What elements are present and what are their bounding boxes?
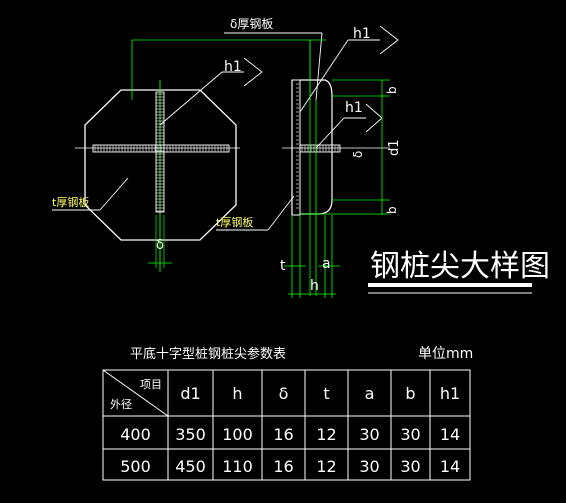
- weld-label-h1-mid: h1: [345, 100, 363, 116]
- plate-hatch-horizontal: [94, 145, 228, 152]
- table-row-od-cell: 400: [120, 425, 151, 444]
- table-caption: 平底十字型桩钢桩尖参数表: [130, 346, 286, 362]
- table-value-cell: 12: [316, 425, 336, 444]
- weld-label-h1-plan: h1: [224, 59, 242, 75]
- table-value-cell: 110: [222, 457, 253, 476]
- table-corner-top: 项目: [140, 378, 162, 391]
- table-header-cell: h1: [440, 384, 460, 403]
- elev-weld-ticks: [296, 83, 299, 209]
- table-unit: 单位mm: [418, 346, 473, 362]
- elev-plate-hatch: [301, 145, 339, 152]
- table-value-cell: 30: [400, 425, 420, 444]
- table-value-cell: 350: [175, 425, 206, 444]
- table-value-cell: 30: [400, 457, 420, 476]
- dim-d1: d1: [387, 139, 402, 156]
- table-value-cell: 12: [316, 457, 336, 476]
- table-value-cell: 450: [175, 457, 206, 476]
- elevation-view: h1 t厚钢板 b d1 b δ t a h: [216, 40, 402, 298]
- octagon-outline: [84, 89, 237, 241]
- table-column-separators: [167, 370, 431, 480]
- table-header-cell: t: [323, 384, 329, 403]
- dim-t: t: [280, 258, 286, 274]
- dim-delta-bottom: δ: [156, 238, 164, 253]
- table-header-cell: h: [232, 384, 242, 403]
- table-border: [102, 369, 471, 481]
- table-value-cell: 30: [359, 425, 379, 444]
- plan-view: h1 t厚钢板 δ: [52, 57, 263, 272]
- dim-a: a: [322, 256, 331, 272]
- table-value-cell: 100: [222, 425, 253, 444]
- table-value-cell: 30: [359, 457, 379, 476]
- leader-t-plate-left: [99, 177, 129, 211]
- delta-plate-leader: [315, 32, 323, 101]
- table-corner-bottom: 外径: [110, 398, 132, 411]
- weld-flag-plan: [243, 57, 263, 87]
- weld-flag-mid: [365, 103, 383, 133]
- table-row-od-cell: 500: [120, 457, 151, 476]
- table-cells: d1 h δ t a b h1 400 350 100 16 12 30 30 14 500 450 110 16 1…: [120, 384, 460, 476]
- dim-delta-side: δ: [351, 151, 365, 158]
- label-t-plate-right: t厚钢板: [216, 215, 253, 229]
- weld-flag-top: [379, 25, 399, 55]
- table-value-cell: 14: [440, 425, 460, 444]
- parameter-table: 平底十字型桩钢桩尖参数表 单位mm 项目 外径 d1 h δ t a b h1 400 350 1…: [102, 346, 473, 481]
- leader-h1-top: [299, 39, 349, 113]
- drawing-title-group: 钢桩尖大样图: [368, 249, 550, 294]
- label-delta-plate: δ厚钢板: [230, 17, 273, 31]
- label-t-plate-left: t厚钢板: [52, 195, 89, 209]
- table-header-cell: d1: [180, 384, 200, 403]
- plate-hatch-vertical: [156, 93, 164, 212]
- dim-h: h: [310, 278, 319, 294]
- leader-h1-mid: [315, 117, 345, 149]
- weld-label-h1-top: h1: [353, 26, 371, 42]
- table-header-cell: a: [365, 384, 375, 403]
- drawing-title: 钢桩尖大样图: [370, 249, 550, 284]
- table-value-cell: 14: [440, 457, 460, 476]
- leader-t-plate-right: [267, 195, 295, 231]
- dim-b-top: b: [385, 86, 399, 94]
- table-value-cell: 16: [273, 457, 293, 476]
- top-labels: δ厚钢板 h1: [131, 17, 399, 113]
- table-corner-diagonal: [102, 369, 169, 417]
- dim-b-bottom: b: [385, 206, 399, 214]
- table-value-cell: 16: [273, 425, 293, 444]
- table-header-cell: b: [405, 384, 415, 403]
- leader-h1-plan: [159, 71, 223, 126]
- table-header-cell: δ: [279, 384, 289, 403]
